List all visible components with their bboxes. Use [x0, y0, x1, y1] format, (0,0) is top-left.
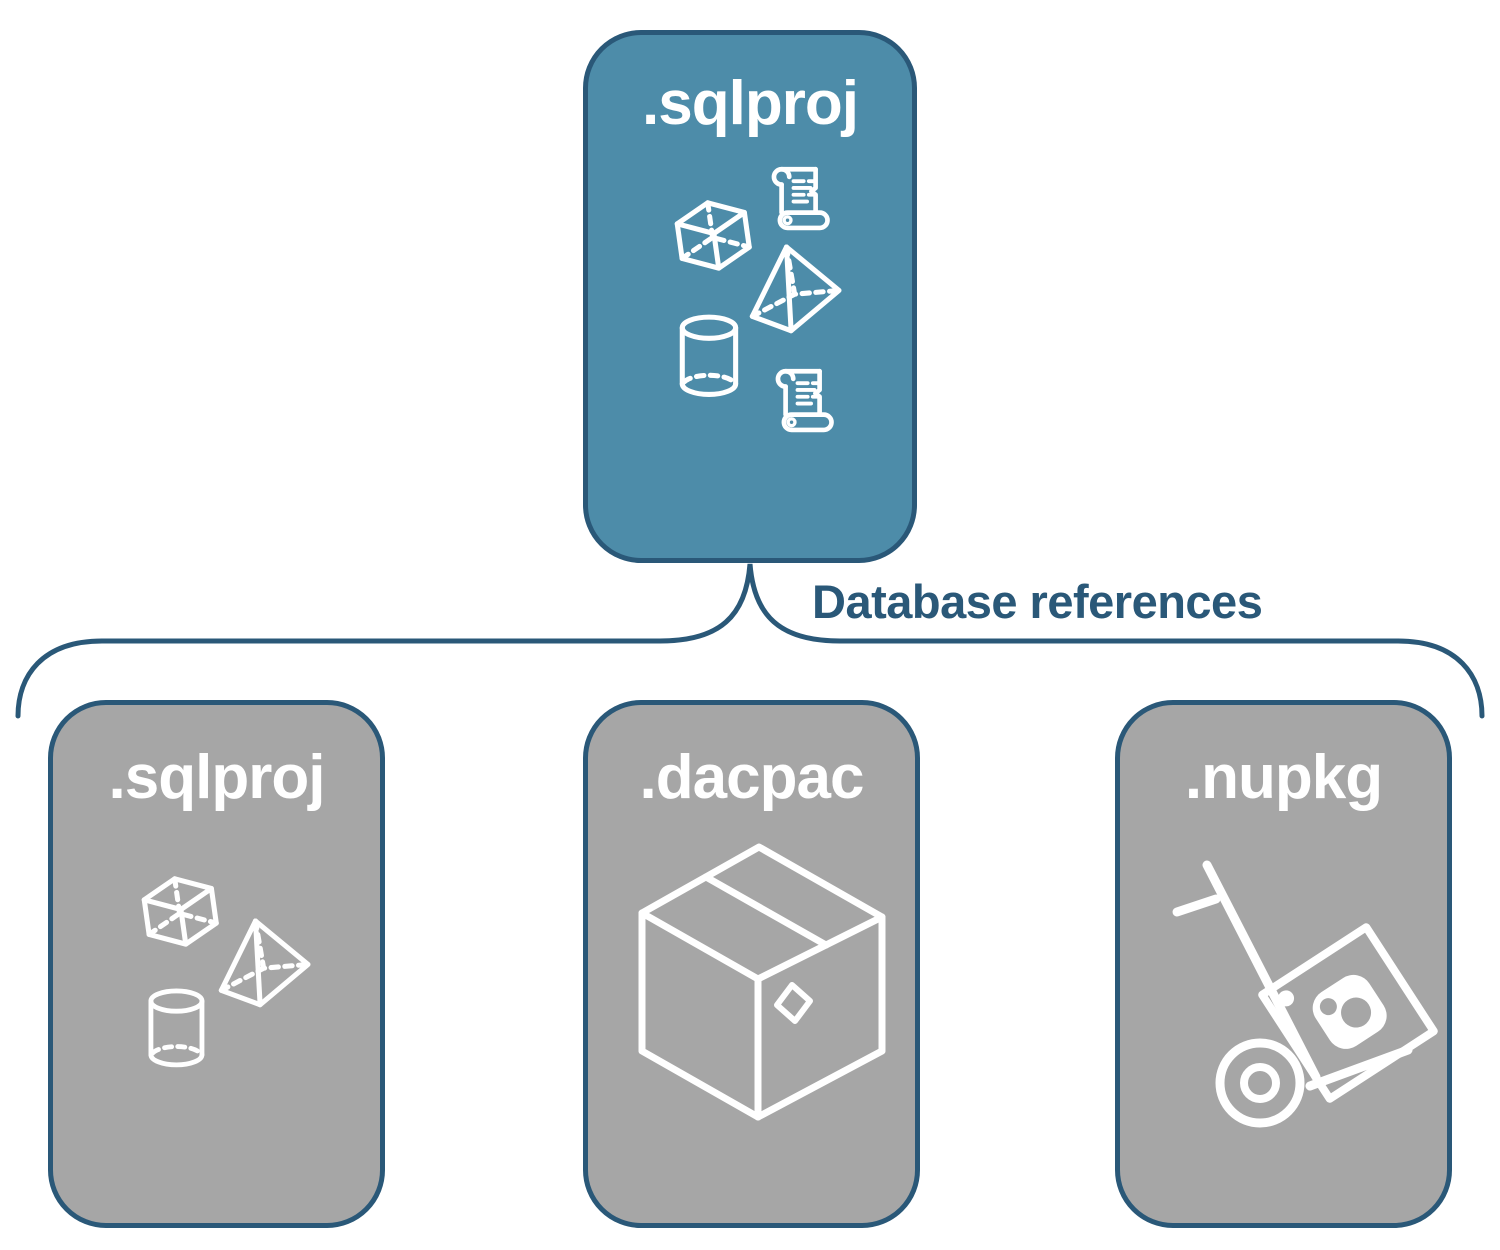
database-cylinder-icon [151, 991, 202, 1065]
target-card-title: .dacpac [639, 743, 865, 812]
script-scroll-icon [778, 371, 832, 430]
target-sqlproj-card: .sqlproj [48, 700, 385, 1228]
hand-truck-toe-plate [1305, 1045, 1413, 1091]
hand-truck-grip [1172, 894, 1221, 917]
nuget-package-logo [1258, 923, 1438, 1103]
target-dacpac-card: .dacpac [583, 700, 920, 1228]
database-cylinder-icon [682, 317, 735, 394]
cube-icon [675, 198, 752, 273]
target-card-title: .nupkg [1184, 743, 1383, 812]
source-sqlproj-card: .sqlproj [583, 30, 917, 563]
database-references-label: Database references [812, 575, 1263, 628]
pyramid-icon [740, 238, 845, 338]
target-nupkg-card: .nupkg [1115, 700, 1452, 1228]
script-scroll-icon [774, 169, 828, 228]
cube-icon [142, 874, 219, 949]
hand-truck-wheel [1215, 1038, 1305, 1128]
hand-truck-rail [1202, 860, 1321, 1082]
target-card-title: .sqlproj [108, 743, 326, 812]
pyramid-icon [209, 912, 314, 1012]
source-card-title: .sqlproj [642, 69, 859, 138]
